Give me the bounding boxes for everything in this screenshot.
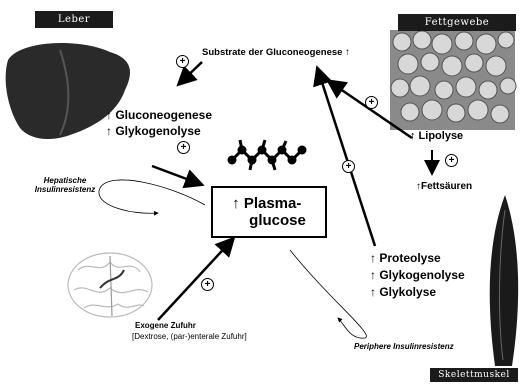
- muscle-process-proteolyse: ↑ Proteolyse: [370, 251, 441, 265]
- plus-sign-liver: +: [177, 141, 190, 154]
- peripheral-resistance-label: Periphere Insulinresistenz: [354, 342, 454, 351]
- arrow-liver-to-glucose: [152, 166, 200, 184]
- plus-sign-fettsaeuren: +: [445, 154, 458, 167]
- liver-process-glykogenolyse: ↑ Glykogenolyse: [106, 124, 201, 138]
- plus-sign-substrate: +: [176, 55, 189, 68]
- plus-sign-exogenous: +: [201, 278, 214, 291]
- arrow-exogenous-to-glucose: [158, 240, 232, 320]
- brain-image: [68, 253, 152, 317]
- exogenous-title: Exogene Zufuhr: [135, 321, 196, 330]
- liver-process-gluconeogenese: ↑ Gluconeogenese: [106, 108, 212, 122]
- plus-sign-muscle: +: [342, 160, 355, 173]
- hepatic-resistance-loop: [99, 180, 205, 213]
- hepatic-resistance-line2: Insulinresistenz: [34, 185, 96, 194]
- hepatic-resistance-line1: Hepatische: [34, 176, 96, 185]
- hepatic-resistance-label: Hepatische Insulinresistenz: [34, 176, 96, 194]
- plasma-glucose-box: ↑ Plasma- glucose: [211, 186, 327, 238]
- muscle-process-glykogenolyse: ↑ Glykogenolyse: [370, 268, 465, 282]
- label-skelettmuskel: Skelettmuskel: [430, 368, 518, 382]
- fat-process-fettsaeuren: ↑Fettsäuren: [416, 181, 472, 192]
- substrate-text: Substrate der Gluconeogenese ↑: [202, 47, 350, 58]
- plus-sign-lipolyse: +: [365, 96, 378, 109]
- label-leber: Leber: [35, 11, 113, 28]
- exogenous-detail: [Dextrose, (par-)enterale Zufuhr]: [132, 332, 247, 341]
- peripheral-resistance-loop: [290, 250, 366, 338]
- plasma-glucose-line2: glucose: [232, 212, 306, 229]
- fat-tissue-image: [390, 30, 516, 130]
- muscle-process-glykolyse: ↑ Glykolyse: [370, 285, 436, 299]
- fat-process-lipolyse: ↑ Lipolyse: [410, 130, 463, 142]
- glucose-molecule-image: [229, 140, 305, 170]
- label-fettgewebe: Fettgewebe: [398, 14, 516, 31]
- plasma-glucose-line1: ↑ Plasma-: [232, 195, 306, 212]
